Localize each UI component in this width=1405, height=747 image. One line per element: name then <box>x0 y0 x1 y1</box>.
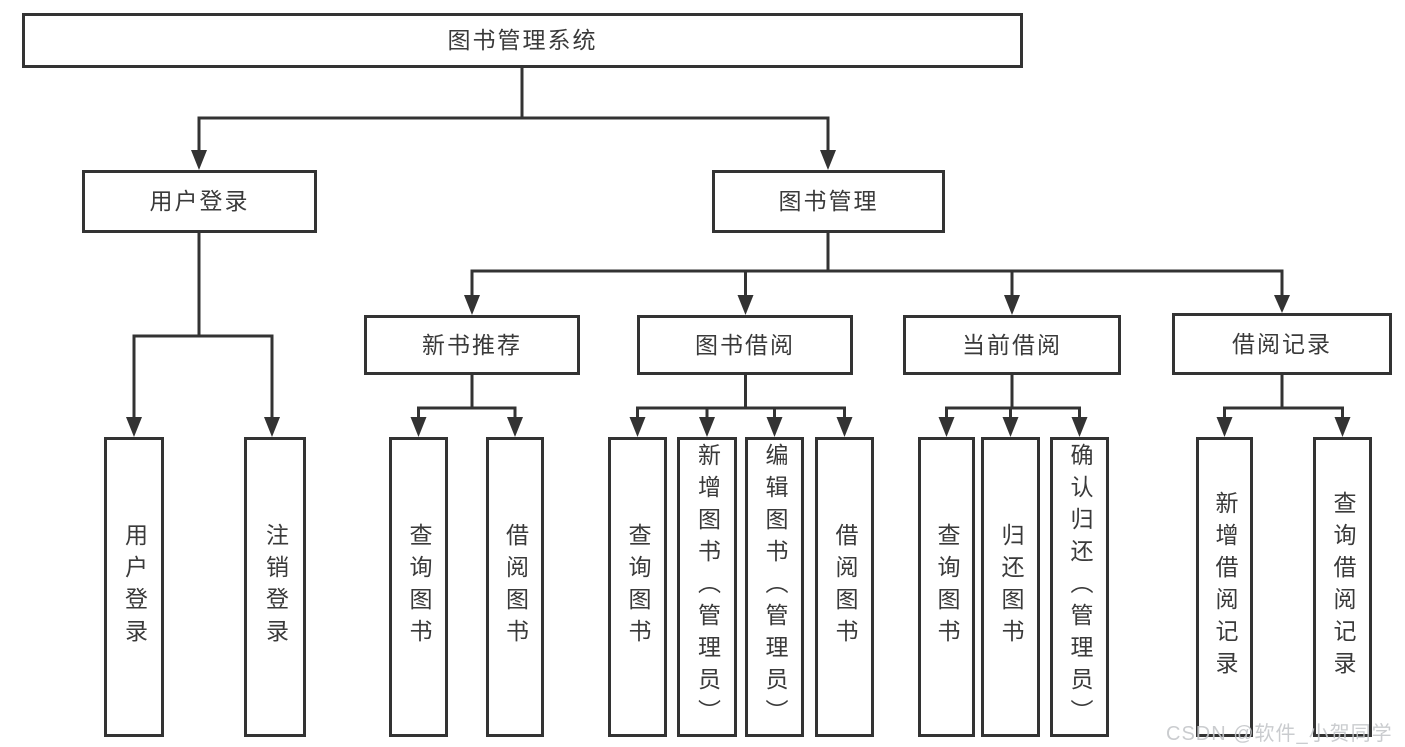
node-library-management-system: 图书管理系统 <box>22 13 1023 68</box>
connector-borrowing-records <box>1216 375 1351 437</box>
leaf-query-books: 查询图书 <box>918 437 975 737</box>
connector-book-management <box>464 233 1290 315</box>
leaf-logout: 注销登录 <box>244 437 306 737</box>
leaf-query-borrowing-record: 查询借阅记录 <box>1313 437 1372 737</box>
leaf-borrow-books: 借阅图书 <box>815 437 874 737</box>
leaf-add-books-admin: 新增图书（管理员） <box>677 437 737 737</box>
leaf-query-books: 查询图书 <box>389 437 448 737</box>
connector-root <box>191 68 836 170</box>
node-new-book-recommendation: 新书推荐 <box>364 315 580 375</box>
leaf-edit-books-admin: 编辑图书（管理员） <box>745 437 804 737</box>
leaf-return-books: 归还图书 <box>981 437 1040 737</box>
connector-current-borrowing <box>938 375 1088 437</box>
node-borrowing-records: 借阅记录 <box>1172 313 1392 375</box>
leaf-add-borrowing-record: 新增借阅记录 <box>1196 437 1253 737</box>
node-user-login: 用户登录 <box>82 170 317 233</box>
connector-book-borrowing <box>629 375 853 437</box>
leaf-query-books: 查询图书 <box>608 437 667 737</box>
node-book-borrowing: 图书借阅 <box>637 315 853 375</box>
connector-new-book-recommendation <box>410 375 523 437</box>
csdn-watermark: CSDN @软件_小贺同学 <box>1166 723 1393 745</box>
leaf-user-login: 用户登录 <box>104 437 164 737</box>
node-current-borrowing: 当前借阅 <box>903 315 1121 375</box>
leaf-confirm-return-admin: 确认归还（管理员） <box>1050 437 1109 737</box>
leaf-borrow-books: 借阅图书 <box>486 437 544 737</box>
connector-user-login <box>126 233 280 437</box>
node-book-management: 图书管理 <box>712 170 945 233</box>
